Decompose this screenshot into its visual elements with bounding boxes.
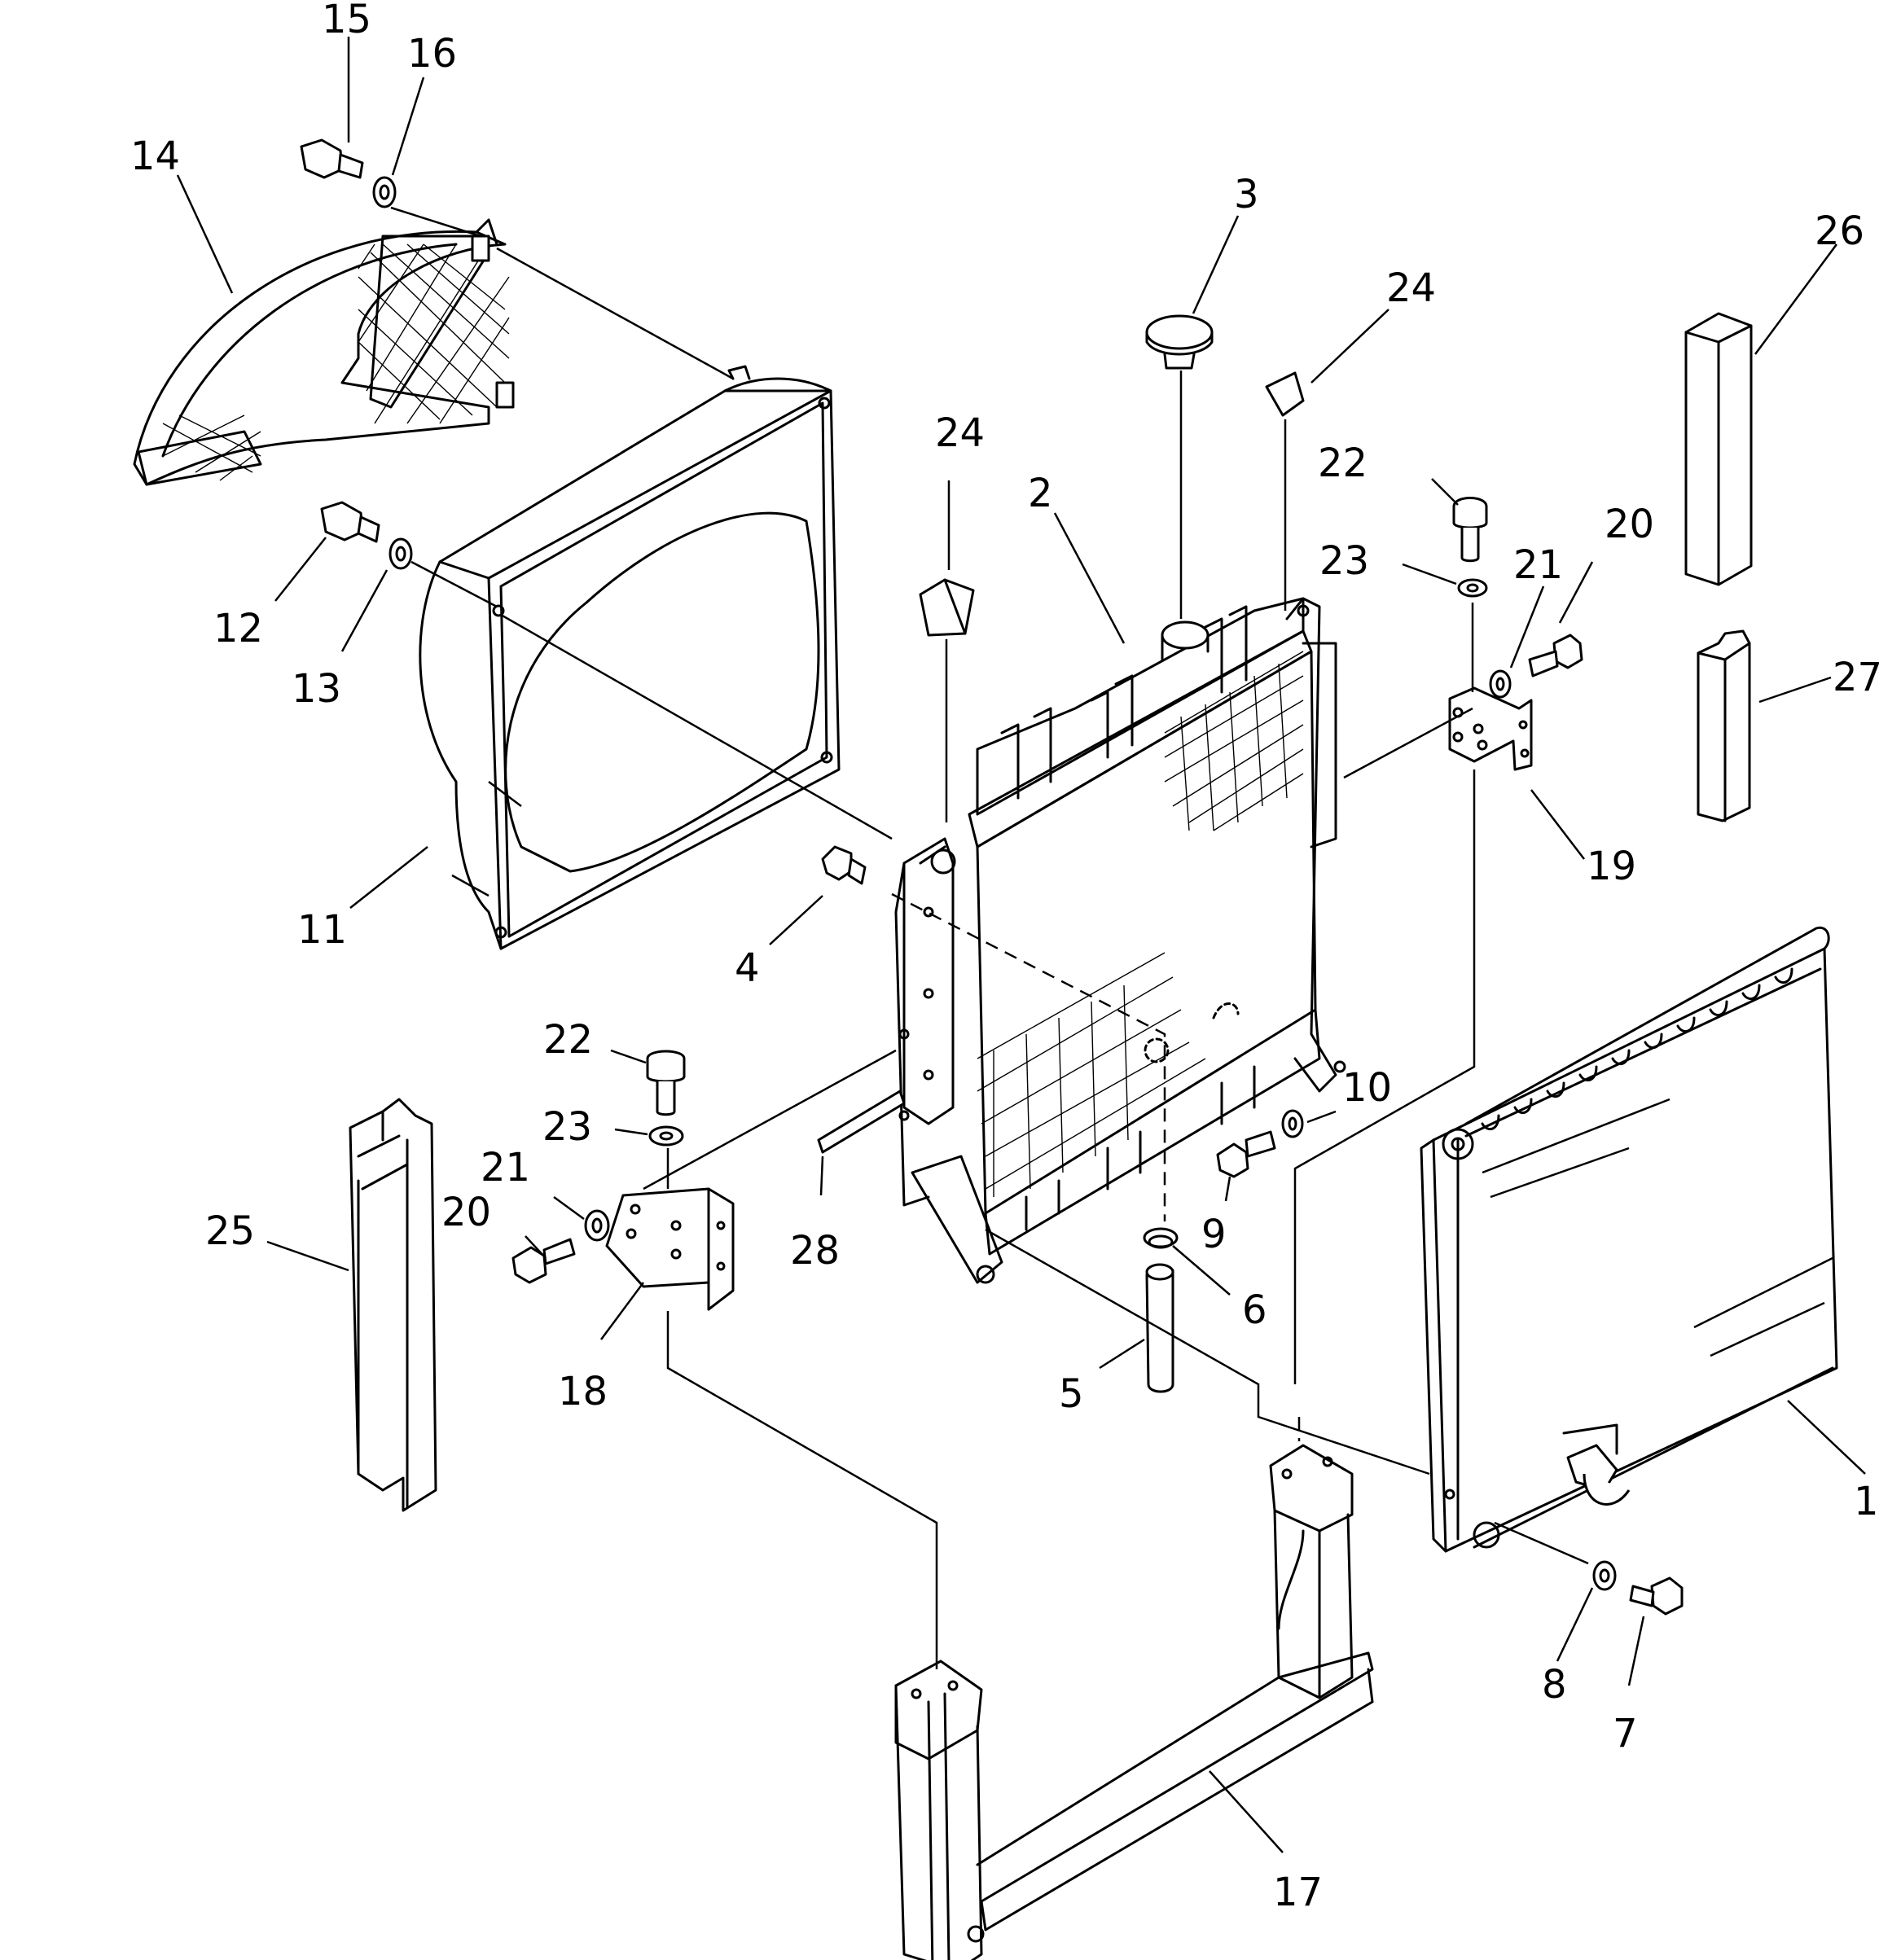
callout-1: 1 xyxy=(1854,1479,1879,1524)
callout-15: 15 xyxy=(322,0,371,42)
bolt-part-20-lower xyxy=(511,1238,576,1284)
callout-9: 9 xyxy=(1201,1212,1227,1257)
fan-shroud-part-11 xyxy=(419,365,841,950)
lower-frame-part-17 xyxy=(894,1444,1374,1960)
washer-part-16 xyxy=(372,176,397,208)
callout-24-right: 24 xyxy=(1386,265,1436,311)
oil-cooler-part-1 xyxy=(1420,926,1838,1553)
clamp-part-6 xyxy=(1143,1227,1179,1249)
seal-part-27 xyxy=(1697,629,1751,822)
seal-part-26 xyxy=(1684,312,1753,586)
assembly-lines xyxy=(390,206,1589,1669)
callout-26: 26 xyxy=(1815,208,1864,254)
callout-3: 3 xyxy=(1234,172,1259,217)
callout-21-lower: 21 xyxy=(481,1145,530,1190)
callout-18: 18 xyxy=(558,1369,608,1414)
callout-19: 19 xyxy=(1587,844,1636,889)
callout-16: 16 xyxy=(407,31,457,77)
callout-20-lower: 20 xyxy=(441,1190,491,1235)
callout-2: 2 xyxy=(1028,471,1053,516)
callout-4: 4 xyxy=(735,945,760,991)
callout-14: 14 xyxy=(130,134,180,179)
bolt-part-15 xyxy=(300,138,364,179)
callout-27: 27 xyxy=(1833,655,1879,700)
callout-leaders xyxy=(176,37,1866,1853)
callout-17: 17 xyxy=(1273,1870,1323,1915)
callout-20-upper: 20 xyxy=(1605,502,1654,547)
bolt-part-22-lower xyxy=(646,1050,686,1116)
callout-10: 10 xyxy=(1342,1065,1392,1111)
callout-28: 28 xyxy=(790,1228,840,1274)
washer-part-23-lower xyxy=(648,1125,684,1147)
callout-6: 6 xyxy=(1242,1287,1267,1333)
callout-24-left: 24 xyxy=(935,410,985,456)
callout-13: 13 xyxy=(292,666,341,712)
callout-7: 7 xyxy=(1613,1711,1638,1756)
bracket-part-18 xyxy=(605,1187,735,1311)
pad-part-24-right xyxy=(1265,371,1305,417)
callout-23-lower: 23 xyxy=(542,1104,592,1150)
bolt-part-20-upper xyxy=(1528,634,1583,677)
bolt-part-12 xyxy=(320,501,380,543)
callout-23-upper: 23 xyxy=(1319,538,1369,584)
bolt-part-9 xyxy=(1216,1130,1276,1178)
washer-part-23-upper xyxy=(1457,578,1488,598)
callout-21-upper: 21 xyxy=(1513,542,1563,588)
pad-part-24-left xyxy=(919,578,975,637)
bracket-part-19 xyxy=(1448,686,1533,771)
washer-part-8 xyxy=(1592,1560,1617,1591)
washer-part-21-lower xyxy=(584,1209,610,1242)
drain-valve-part-4 xyxy=(821,845,867,885)
bolt-part-7 xyxy=(1629,1576,1684,1616)
side-seal-part-25 xyxy=(349,1098,437,1512)
callout-labels: 1 2 3 4 5 6 7 8 9 10 11 12 13 14 15 16 1… xyxy=(130,0,1879,1915)
washer-part-10 xyxy=(1281,1109,1304,1138)
callout-25: 25 xyxy=(205,1208,255,1254)
callout-5: 5 xyxy=(1059,1371,1084,1417)
callout-11: 11 xyxy=(297,907,347,953)
hose-part-5 xyxy=(1145,1263,1174,1393)
callout-22-upper: 22 xyxy=(1318,441,1368,486)
radiator-part-2 xyxy=(891,597,1346,1284)
callout-12: 12 xyxy=(213,606,263,651)
washer-part-21-upper xyxy=(1489,669,1512,699)
radiator-cap-part-3 xyxy=(1145,314,1214,370)
fan-guard-part-14 xyxy=(133,218,515,486)
callout-8: 8 xyxy=(1542,1662,1567,1708)
washer-part-13 xyxy=(389,537,413,570)
seal-strip-part-28 xyxy=(817,1090,906,1154)
callout-22-lower: 22 xyxy=(543,1017,593,1063)
bolt-part-22-upper xyxy=(1452,497,1488,563)
